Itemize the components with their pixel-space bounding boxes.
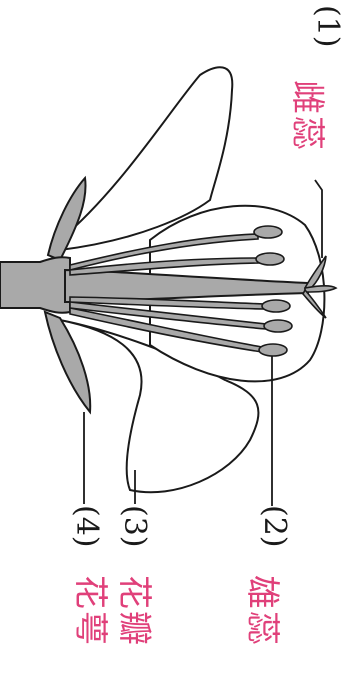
receptacle-stalk: [0, 257, 70, 313]
label-2-answer: 雄蕊: [241, 575, 290, 647]
label-1-answer: 雌蕊: [286, 80, 335, 152]
label-1-number: (1): [310, 5, 345, 48]
label-3-answer: 花瓣: [113, 575, 162, 647]
label-4-number: (4): [69, 505, 104, 548]
sepal-lower: [45, 312, 90, 412]
label-2-number: (2): [257, 505, 292, 548]
label-4-answer: 花萼: [69, 575, 118, 647]
label-3-number: (3): [117, 505, 152, 548]
